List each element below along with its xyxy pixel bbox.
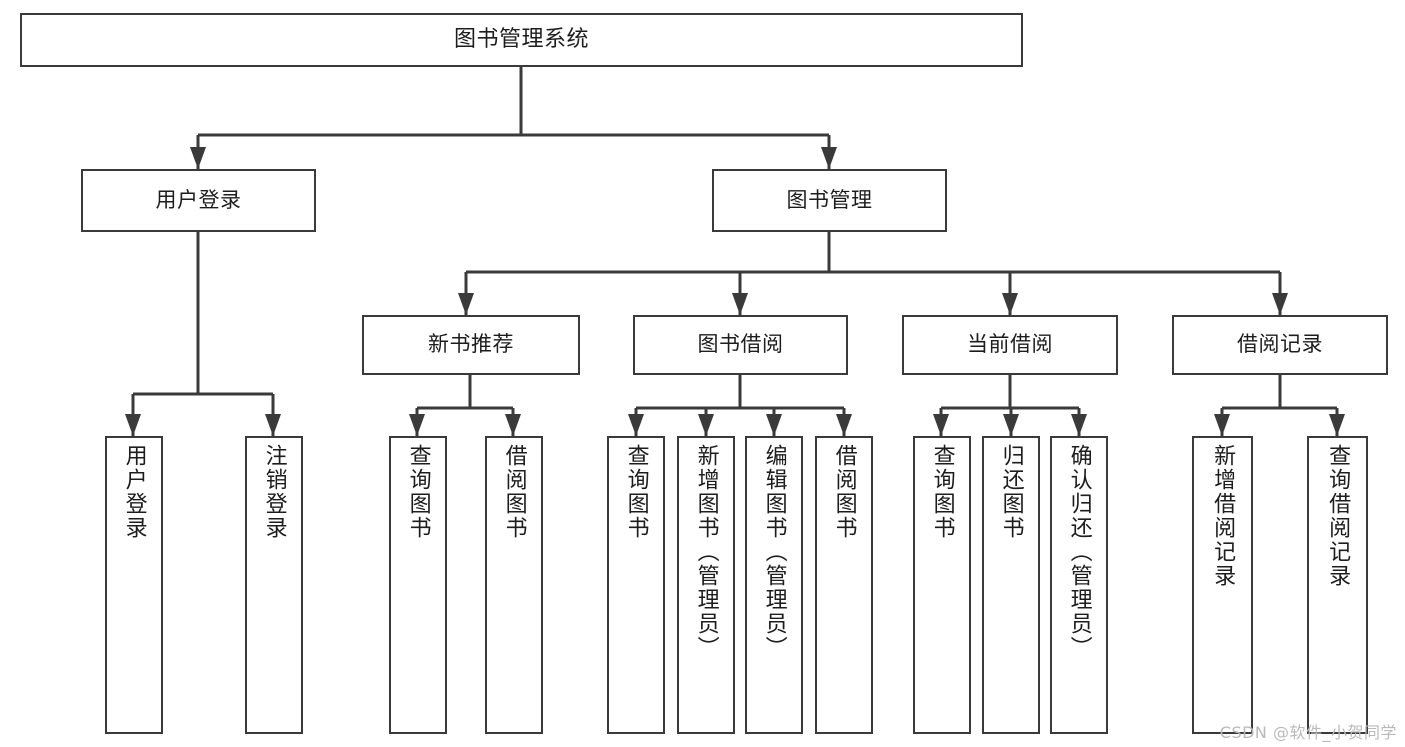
node-leaf-logout-label: 注销登录: [261, 444, 287, 540]
arrow-head: [836, 414, 852, 436]
node-book-manage[interactable]: 图书管理: [712, 169, 947, 232]
arrow-head: [628, 414, 644, 436]
arrow-head: [458, 293, 474, 315]
arrow-head: [698, 414, 714, 436]
node-leaf-query-record-label: 查询借阅记录: [1325, 444, 1351, 588]
node-leaf-logout[interactable]: 注销登录: [245, 436, 303, 734]
node-current-borrow-label: 当前借阅: [967, 332, 1053, 357]
arrow-head: [1272, 293, 1288, 315]
node-leaf-borrow-book-2[interactable]: 借阅图书: [815, 436, 873, 734]
node-leaf-query-book-3[interactable]: 查询图书: [913, 436, 971, 734]
arrow-head: [265, 414, 281, 436]
node-leaf-add-book-label: 新增图书（管理员）: [693, 444, 719, 660]
node-root-label: 图书管理系统: [453, 26, 589, 52]
arrow-head: [821, 147, 837, 169]
node-leaf-return-book[interactable]: 归还图书: [982, 436, 1040, 734]
node-leaf-add-record-label: 新增借阅记录: [1210, 444, 1236, 588]
node-leaf-borrow-book-2-label: 借阅图书: [831, 444, 857, 540]
arrow-head: [766, 414, 782, 436]
node-new-book-rec[interactable]: 新书推荐: [362, 315, 580, 375]
node-leaf-confirm-return[interactable]: 确认归还（管理员）: [1050, 436, 1108, 734]
node-current-borrow[interactable]: 当前借阅: [902, 315, 1118, 375]
node-leaf-query-book-2-label: 查询图书: [623, 444, 649, 540]
node-leaf-user-login[interactable]: 用户登录: [105, 436, 163, 734]
node-leaf-user-login-label: 用户登录: [121, 444, 147, 540]
node-book-manage-label: 图书管理: [786, 187, 873, 212]
node-leaf-confirm-return-label: 确认归还（管理员）: [1066, 444, 1092, 660]
node-leaf-borrow-book-1[interactable]: 借阅图书: [485, 436, 543, 734]
node-leaf-query-book-1-label: 查询图书: [405, 444, 431, 540]
arrow-head: [409, 414, 425, 436]
node-leaf-add-record[interactable]: 新增借阅记录: [1192, 436, 1253, 734]
node-root[interactable]: 图书管理系统: [20, 13, 1023, 67]
node-leaf-edit-book[interactable]: 编辑图书（管理员）: [745, 436, 803, 734]
node-new-book-rec-label: 新书推荐: [428, 332, 514, 357]
node-user-login[interactable]: 用户登录: [81, 169, 316, 232]
arrow-head: [732, 293, 748, 315]
arrow-head: [125, 414, 141, 436]
arrow-head: [1214, 414, 1230, 436]
arrow-head: [1003, 414, 1019, 436]
node-user-login-label: 用户登录: [155, 187, 242, 212]
watermark: CSDN @软件_小贺同学: [1219, 723, 1397, 742]
node-leaf-borrow-book-1-label: 借阅图书: [501, 444, 527, 540]
arrow-head: [1002, 293, 1018, 315]
node-leaf-return-book-label: 归还图书: [998, 444, 1024, 540]
node-leaf-query-book-3-label: 查询图书: [929, 444, 955, 540]
node-book-borrow-label: 图书借阅: [697, 332, 784, 357]
node-book-borrow[interactable]: 图书借阅: [633, 315, 848, 375]
node-leaf-query-book-2[interactable]: 查询图书: [607, 436, 665, 734]
arrow-head: [505, 414, 521, 436]
arrow-head: [1329, 414, 1345, 436]
node-leaf-add-book[interactable]: 新增图书（管理员）: [677, 436, 735, 734]
node-borrow-record[interactable]: 借阅记录: [1172, 315, 1388, 375]
arrow-head: [933, 414, 949, 436]
arrow-head: [1071, 414, 1087, 436]
node-borrow-record-label: 借阅记录: [1237, 332, 1323, 357]
node-leaf-query-record[interactable]: 查询借阅记录: [1307, 436, 1368, 734]
arrow-head: [190, 147, 206, 169]
node-leaf-query-book-1[interactable]: 查询图书: [389, 436, 447, 734]
node-leaf-edit-book-label: 编辑图书（管理员）: [761, 444, 787, 660]
